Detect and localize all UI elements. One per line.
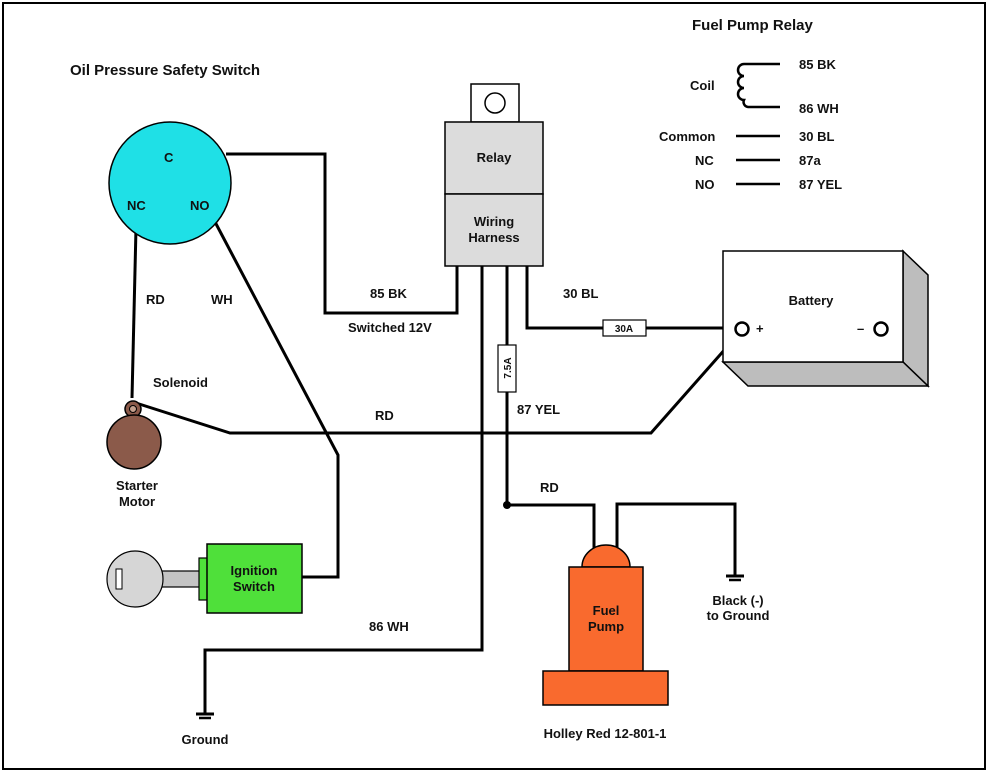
fuel-pump-body xyxy=(568,566,644,672)
legend-pin-85: 85 BK xyxy=(799,57,836,72)
legend-pin-87a: 87a xyxy=(799,153,821,168)
harness-label-1: Wiring xyxy=(474,214,514,229)
wire-label-switched: Switched 12V xyxy=(348,320,432,335)
relay-body xyxy=(444,121,544,195)
ground-icon xyxy=(196,712,214,720)
wire-85-bk xyxy=(226,152,459,315)
black-ground-label-2: to Ground xyxy=(707,608,770,623)
relay-legend: Fuel Pump Relay Coil 85 BK 86 WH Common … xyxy=(659,17,842,192)
fuel-pump-base xyxy=(542,670,669,706)
relay-label: Relay xyxy=(477,150,512,165)
legend-pin-30: 30 BL xyxy=(799,129,834,144)
wire-86-wh xyxy=(203,266,484,714)
fuel-pump-dome xyxy=(581,544,631,568)
wire-label-86-wh: 86 WH xyxy=(369,619,409,634)
ground-label: Ground xyxy=(182,732,229,747)
wire-rd-pump xyxy=(507,503,596,552)
wire-30-bl-a xyxy=(525,266,603,330)
battery-plus-label: + xyxy=(756,321,764,336)
wire-label-30-bl: 30 BL xyxy=(563,286,598,301)
harness-label-2: Harness xyxy=(468,230,519,245)
wire-label-rd-left: RD xyxy=(146,292,165,307)
ignition-label-2: Switch xyxy=(233,579,275,594)
starter-label-2: Motor xyxy=(119,494,155,509)
starter-motor-icon xyxy=(106,414,162,470)
fuse-30a xyxy=(602,319,647,337)
wire-label-wh: WH xyxy=(211,292,233,307)
fuel-pump-label-1: Fuel xyxy=(593,603,620,618)
fuse-30a-label: 30A xyxy=(615,324,633,335)
relay-legend-title: Fuel Pump Relay xyxy=(692,17,814,34)
ignition-label-1: Ignition xyxy=(231,563,278,578)
wire-wh xyxy=(212,219,340,579)
fuel-pump-model: Holley Red 12-801-1 xyxy=(544,726,667,741)
legend-pin-86: 86 WH xyxy=(799,101,839,116)
solenoid-stud xyxy=(129,405,137,413)
battery-minus-label: – xyxy=(857,321,864,336)
legend-common-label: Common xyxy=(659,129,715,144)
fuse-7-5a-label: 7.5A xyxy=(503,357,514,378)
battery-positive-terminal xyxy=(734,321,750,337)
wire-rd-battery xyxy=(135,329,744,435)
oil-switch-title: Oil Pressure Safety Switch xyxy=(70,62,260,79)
oil-switch-nc-label: NC xyxy=(127,198,146,213)
battery: Battery + – xyxy=(721,249,930,388)
starter-label-1: Starter xyxy=(116,478,158,493)
battery-negative-terminal xyxy=(873,321,889,337)
junction-dot xyxy=(503,501,511,509)
ignition-switch xyxy=(206,543,303,614)
battery-bottom xyxy=(721,361,930,387)
fuel-pump-label-2: Pump xyxy=(588,619,624,634)
wire-black-ground xyxy=(615,502,737,575)
fuse-7-5a xyxy=(497,344,517,393)
legend-coil-label: Coil xyxy=(690,78,715,93)
wire-label-rd-pump: RD xyxy=(540,480,559,495)
ignition-key-icon xyxy=(106,550,201,608)
wiring-harness xyxy=(444,193,544,267)
wire-label-85-bk: 85 BK xyxy=(370,286,407,301)
legend-no-label: NO xyxy=(695,177,715,192)
relay: Relay Wiring Harness xyxy=(444,83,544,267)
pump-ground-icon xyxy=(726,574,744,582)
relay-mount-hole xyxy=(484,92,506,114)
battery-front xyxy=(722,250,904,363)
black-ground-label-1: Black (-) xyxy=(712,593,763,608)
wires xyxy=(130,152,744,714)
wire-label-87-yel: 87 YEL xyxy=(517,402,560,417)
legend-nc-label: NC xyxy=(695,153,714,168)
oil-switch-c-label: C xyxy=(164,150,174,165)
oil-switch-no-label: NO xyxy=(190,198,210,213)
legend-pin-87: 87 YEL xyxy=(799,177,842,192)
fuel-pump: Fuel Pump xyxy=(542,544,669,706)
wire-label-rd-mid: RD xyxy=(375,408,394,423)
solenoid-label: Solenoid xyxy=(153,375,208,390)
coil-symbol-icon xyxy=(736,62,780,109)
oil-pressure-switch xyxy=(108,121,232,245)
wire-rd-nc xyxy=(130,227,138,399)
battery-label: Battery xyxy=(789,293,835,308)
